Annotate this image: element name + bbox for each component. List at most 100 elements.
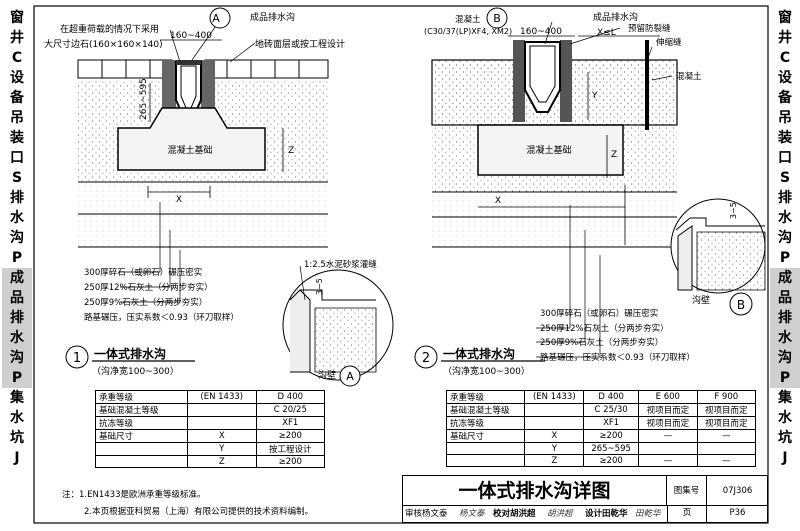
- spec-cell: [95, 442, 188, 456]
- paving-blocks-1: [77, 59, 329, 79]
- spec-cell: [696, 442, 757, 455]
- d2-concrete-label: 混凝土: [676, 71, 702, 82]
- check-label: 校对胡洪超: [493, 509, 536, 519]
- side-index-char: S: [779, 170, 791, 186]
- d1-detail-dim: 3~5: [315, 278, 324, 295]
- side-index-char: 水: [10, 210, 24, 226]
- d1-dim-z: Z: [288, 146, 294, 156]
- spec-cell: [186, 403, 257, 417]
- spec-cell: XF1: [255, 416, 326, 430]
- side-index-char: P: [11, 250, 23, 266]
- d1-wall-label: 沟壁: [318, 369, 336, 381]
- concrete-base-1: [117, 107, 266, 171]
- d1-mortar-label: 1:2.5水泥砂浆灌缝: [304, 259, 377, 270]
- spec-row: Z≥200——: [445, 454, 757, 467]
- detail-2-section: [414, 7, 766, 369]
- d2-crack-joint: 预留防裂缝: [628, 23, 671, 34]
- d1-width-dim: 160~400: [170, 31, 212, 41]
- check-signature: 胡洪超: [547, 509, 573, 519]
- page-label: 页: [667, 506, 707, 522]
- side-index-char: 口: [10, 150, 24, 166]
- side-index-char: 排: [2, 308, 32, 328]
- side-index-char: 吊: [778, 110, 792, 126]
- d2-dim-y: Y: [591, 91, 598, 101]
- spec-cell: ≥200: [255, 455, 326, 468]
- d1-depth-dim: 265~595: [139, 78, 149, 120]
- side-index-char: 坑: [778, 430, 792, 446]
- design-label: 设计田乾华: [585, 509, 628, 519]
- d2-layer-1: 300厚碎石（或卵石）碾压密实: [540, 308, 658, 319]
- spec-cell: (EN 1433): [524, 390, 585, 404]
- spec-cell: [524, 403, 585, 417]
- spec-cell: 承重等级: [445, 390, 526, 404]
- spec-cell: 视项目而定: [638, 416, 698, 430]
- side-index-char: 窗: [778, 10, 792, 26]
- d2-layer-3: 250厚9%石灰土（分两步夯实）: [540, 337, 663, 348]
- side-index-char: P: [2, 368, 32, 388]
- wall-right-2: [560, 40, 572, 122]
- side-index-char: 备: [10, 90, 24, 106]
- review-label: 审核杨文泰: [405, 509, 448, 519]
- spec-cell: —: [638, 454, 698, 467]
- d1-detail-marker: A: [346, 370, 354, 383]
- spec-cell: 抗冻等级: [445, 416, 526, 430]
- spec-cell: 承重等级: [95, 390, 188, 404]
- d2-concrete-grade: (C30/37(LP)XF4, XM2): [424, 27, 512, 36]
- notes-label: 注：: [62, 490, 80, 500]
- spec-cell: ≥200: [583, 454, 640, 467]
- side-index-char: 排: [10, 190, 24, 206]
- side-index-char: 品: [770, 288, 800, 308]
- spec-cell: 抗冻等级: [95, 416, 188, 430]
- spec-cell: 基础尺寸: [95, 429, 188, 443]
- spec-row: Z≥200: [95, 455, 326, 468]
- detail-1-section: [65, 7, 394, 387]
- side-index-char: 排: [778, 190, 792, 206]
- spec-cell: —: [638, 429, 698, 443]
- side-index-char: 备: [778, 90, 792, 106]
- d2-dim-x: X: [495, 196, 501, 206]
- note-2: 2.本页根据亚科贸易（上海）有限公司提供的技术资料编制。: [84, 507, 314, 517]
- spec-cell: [445, 454, 526, 467]
- side-index-char: 装: [778, 130, 792, 146]
- side-index-char: 水: [778, 410, 792, 426]
- design-signature: 田乾华: [635, 509, 661, 519]
- side-index-char: P: [779, 250, 791, 266]
- spec-cell: (EN 1433): [186, 390, 257, 404]
- detail-b-zoom: [670, 198, 766, 316]
- sheet-title: 一体式排水沟详图: [403, 476, 667, 506]
- sheet-frame: [33, 5, 769, 524]
- d1-note-curb: 大尺寸边石(160×160×140): [44, 38, 163, 50]
- d2-wall-label: 沟壁: [692, 294, 710, 306]
- d2-detail-marker: B: [737, 298, 745, 312]
- side-index-char: 吊: [10, 110, 24, 126]
- side-index-char: 水: [770, 328, 800, 348]
- side-index-char: 沟: [2, 348, 32, 368]
- spec-cell: 基础混凝土等级: [95, 403, 188, 417]
- d2-channel-label: 成品排水沟: [593, 11, 638, 23]
- d2-base-label: 混凝土基础: [526, 144, 571, 156]
- side-index-char: 设: [778, 70, 792, 86]
- page-number: P36: [729, 508, 746, 518]
- spec-cell: D 400: [583, 390, 640, 404]
- side-index-char: S: [11, 170, 23, 186]
- d1-note-load: 在超重荷载的情况下采用: [60, 23, 159, 35]
- side-index-char: J: [782, 450, 788, 466]
- curb-left-1: [162, 60, 176, 108]
- spec-cell: 按工程设计: [255, 442, 326, 456]
- side-index-char: 装: [10, 130, 24, 146]
- d2-layer-2: 250厚12%石灰土（分两步夯实）: [540, 323, 669, 334]
- spec-cell: 视项目而定: [696, 403, 757, 417]
- side-index-char: 口: [778, 150, 792, 166]
- detail-a-zoom: [282, 265, 394, 387]
- spec-cell: [524, 416, 585, 430]
- spec-cell: 基础混凝土等级: [445, 403, 526, 417]
- spec-cell: Z: [524, 454, 585, 467]
- spec-cell: XF1: [583, 416, 640, 430]
- spec-cell: D 400: [255, 390, 326, 404]
